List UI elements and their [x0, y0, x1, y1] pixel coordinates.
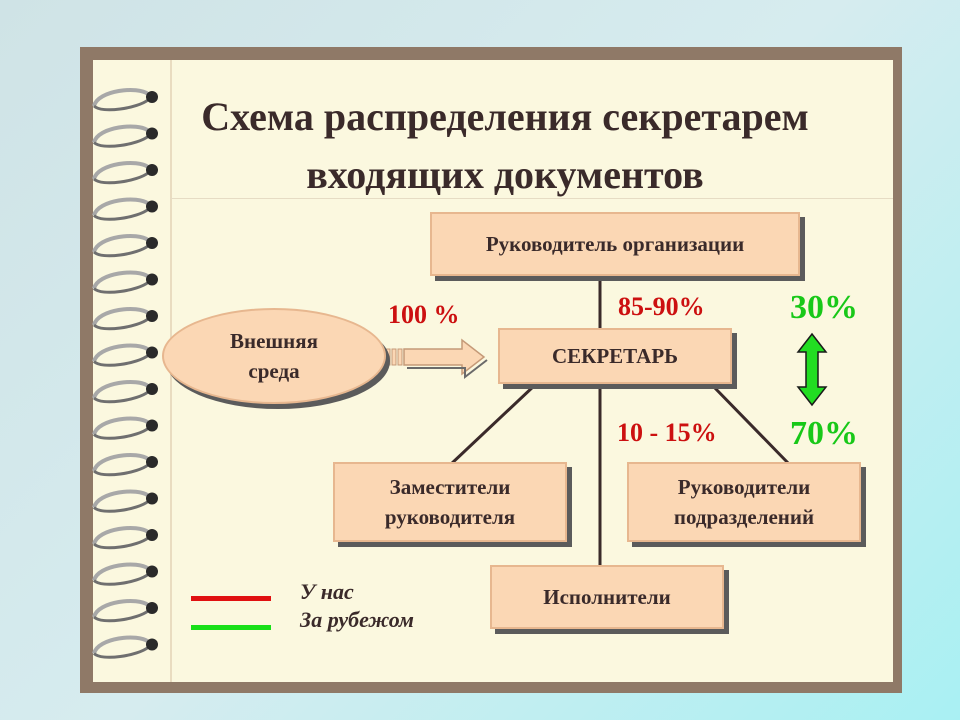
label-abroad-top-percent: 30% [790, 289, 858, 326]
line-secretary-dept-heads [710, 383, 792, 467]
spiral-ring [92, 599, 150, 618]
spiral-hole [146, 456, 158, 468]
spiral-ring [92, 270, 150, 290]
spiral-hole [146, 273, 158, 286]
legend-abroad-label: За рубежом [300, 607, 414, 632]
legend-red-line [191, 596, 271, 601]
node-external: Внешняя среда [162, 308, 386, 404]
spiral-hole [146, 383, 158, 395]
spiral-ring [92, 635, 150, 655]
legend-domestic-label: У нас [300, 579, 354, 604]
page-title: Схема распределения секретарем входящих … [201, 94, 809, 197]
spiral-ring [92, 161, 150, 180]
spiral-hole [146, 200, 158, 213]
spiral-hole [146, 419, 158, 432]
label-abroad-bottom-percent: 70% [790, 415, 858, 452]
spiral-ring [92, 489, 150, 509]
label-to-others-percent: 10 - 15% [617, 418, 717, 447]
node-head: Руководитель организации [430, 212, 800, 276]
spiral-ring [92, 380, 150, 399]
spiral-ring-back [92, 98, 149, 112]
spiral-ring [92, 234, 150, 253]
spiral-ring [92, 562, 150, 582]
spiral-hole [146, 638, 158, 651]
legend-green-line [191, 625, 271, 630]
spiral-ring-back [92, 208, 149, 221]
spiral-ring [92, 88, 150, 107]
arrow-external-to-secretary [385, 338, 488, 380]
spiral-ring [92, 526, 150, 545]
double-arrow-green [796, 332, 828, 407]
spiral-ring [92, 453, 150, 472]
spiral-ring-back [92, 354, 149, 367]
spiral-ring [92, 416, 150, 436]
spiral-ring [92, 343, 150, 363]
spiral-hole [146, 492, 158, 505]
spiral-ring-back [92, 573, 149, 586]
node-deputies: Заместители руководителя [333, 462, 567, 542]
spiral-hole [146, 602, 158, 614]
spiral-ring-back [92, 390, 149, 404]
spiral-hole [146, 310, 158, 322]
node-executors: Исполнители [490, 565, 724, 629]
spiral-ring-back [92, 244, 149, 258]
spiral-hole [146, 346, 158, 359]
label-incoming-percent: 100 % [388, 300, 460, 329]
label-to-head-percent: 85-90% [618, 292, 705, 321]
node-secretary: СЕКРЕТАРЬ [498, 328, 732, 384]
spiral-ring-back [92, 317, 149, 331]
spiral-hole [146, 91, 158, 103]
spiral-binding [92, 88, 158, 659]
spiral-ring-back [92, 427, 149, 440]
spiral-hole [146, 237, 158, 249]
spiral-hole [146, 127, 158, 140]
spiral-ring [92, 124, 150, 144]
spiral-ring [92, 307, 150, 326]
spiral-ring [92, 197, 150, 217]
line-secretary-deputies [448, 383, 537, 467]
spiral-ring-back [92, 536, 149, 550]
spiral-hole [146, 565, 158, 578]
spiral-ring-back [92, 171, 149, 185]
node-dept-heads: Руководители подразделений [627, 462, 861, 542]
spiral-ring-back [92, 500, 149, 513]
spiral-ring-back [92, 463, 149, 477]
spiral-ring-back [92, 646, 149, 659]
spiral-hole [146, 529, 158, 541]
spiral-hole [146, 164, 158, 176]
spiral-ring-back [92, 135, 149, 148]
spiral-ring-back [92, 609, 149, 623]
spiral-ring-back [92, 281, 149, 294]
title-rule [170, 198, 893, 199]
